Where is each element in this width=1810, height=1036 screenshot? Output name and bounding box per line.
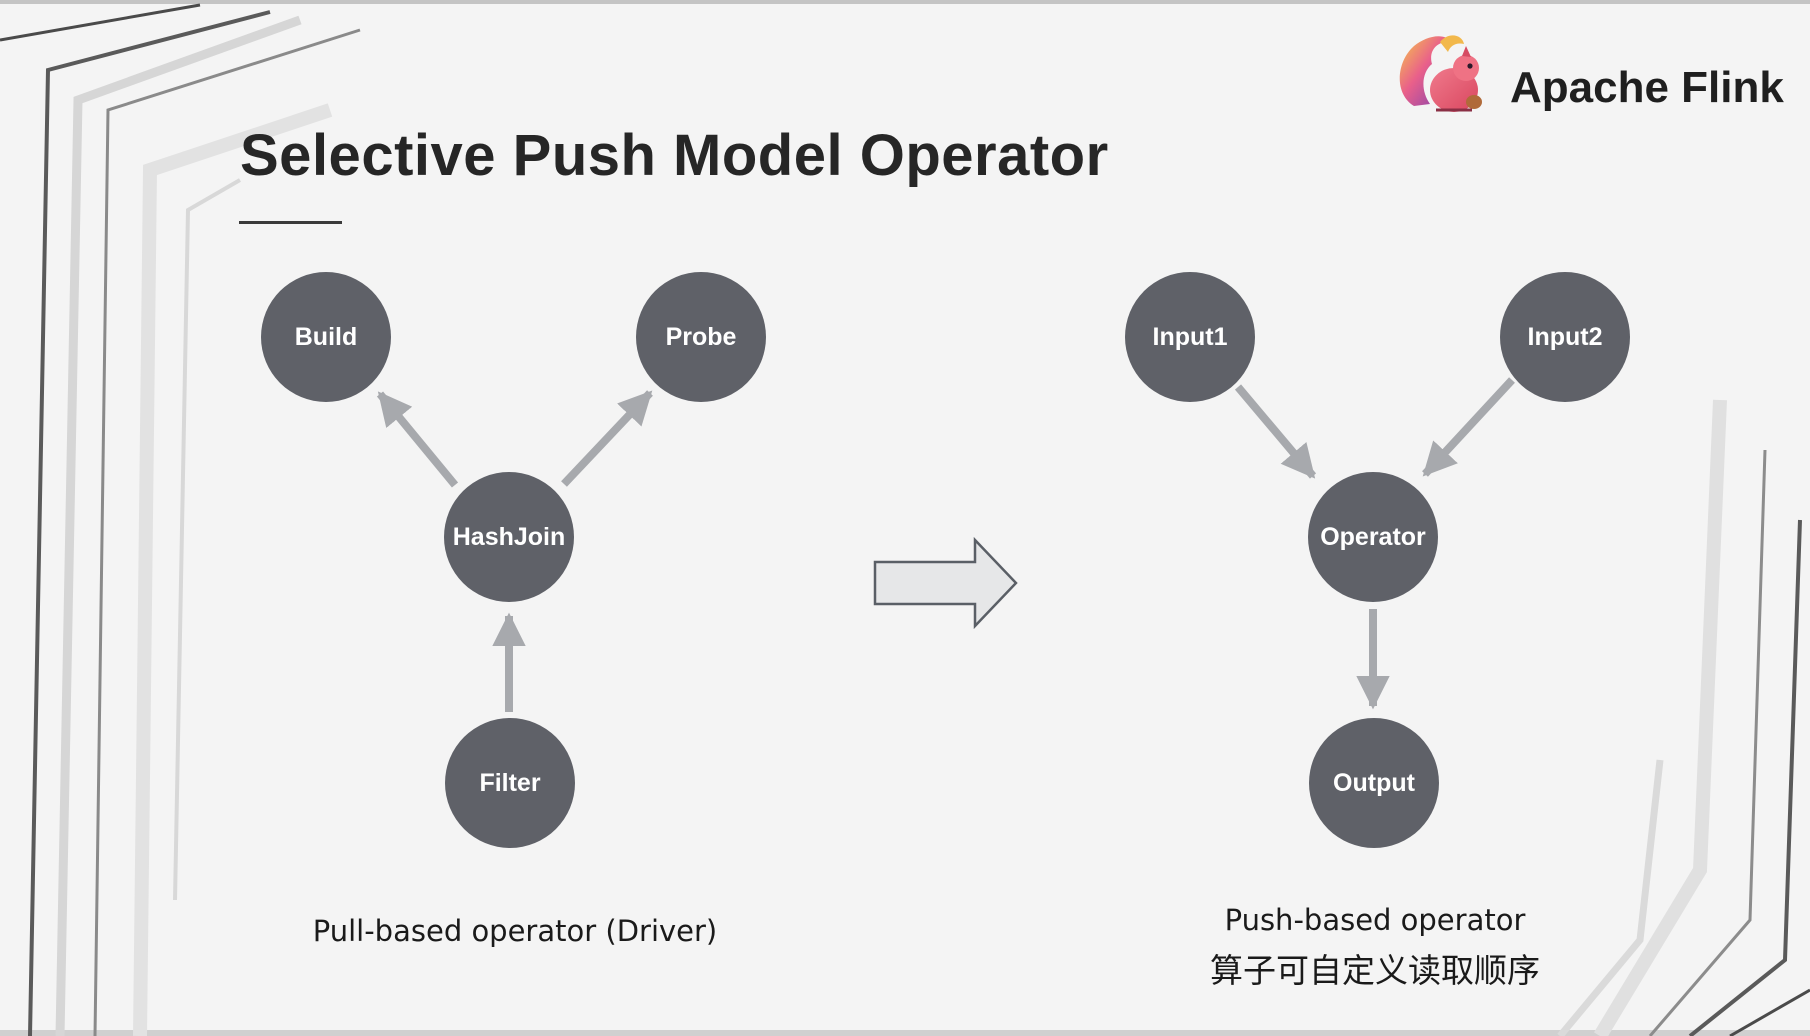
caption-push-based: Push-based operator	[1224, 903, 1526, 937]
edge-hashjoin-to-probe	[561, 390, 653, 487]
caption-pull-based: Pull-based operator (Driver)	[312, 914, 718, 948]
node-input2: Input2	[1500, 272, 1630, 402]
node-input1: Input1	[1125, 272, 1255, 402]
node-probe: Probe	[636, 272, 766, 402]
edge-input1-to-operator	[1234, 384, 1317, 479]
node-build: Build	[261, 272, 391, 402]
node-hashjoin: HashJoin	[444, 472, 574, 602]
node-filter: Filter	[445, 718, 575, 848]
node-operator: Operator	[1308, 472, 1438, 602]
flink-squirrel-logo-icon	[1399, 35, 1482, 112]
caption-push-based-chinese: 算子可自定义读取顺序	[1210, 951, 1540, 990]
right-block-arrow-icon	[873, 536, 1018, 630]
page-title: Selective Push Model Operator	[240, 123, 1109, 188]
title-underline	[239, 221, 342, 224]
node-output: Output	[1309, 718, 1439, 848]
edge-input2-to-operator	[1422, 377, 1515, 477]
brand-name: Apache Flink	[1510, 63, 1784, 112]
edge-hashjoin-to-build	[376, 391, 459, 488]
